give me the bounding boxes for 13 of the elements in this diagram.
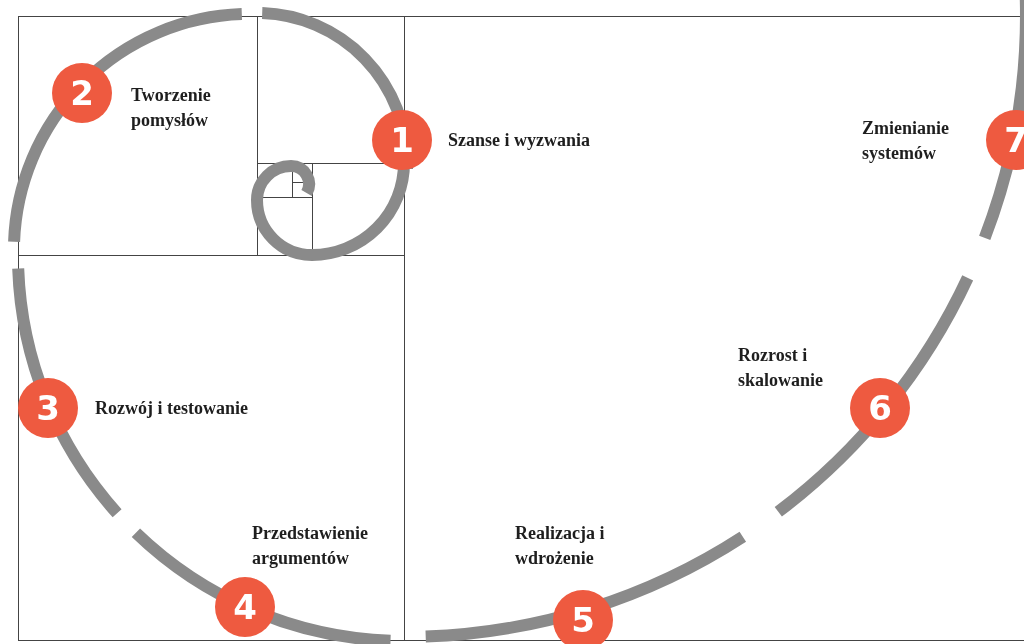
step-label: Tworzenie pomysłów	[131, 84, 212, 132]
number-circle: 6	[850, 378, 910, 438]
step-label: Zmienianie systemów	[862, 117, 950, 165]
step-label: Szanse i wyzwania	[448, 129, 591, 152]
step-label: Rozrost i skalowanie	[738, 344, 825, 392]
number-circle: 1	[372, 110, 432, 170]
number-circle: 5	[553, 590, 613, 644]
number-circle: 3	[18, 378, 78, 438]
step-label: Realizacja i wdrożenie	[515, 522, 606, 570]
step-label: Rozwój i testowanie	[95, 397, 249, 420]
number-circle: 4	[215, 577, 275, 637]
step-label: Przedstawienie argumentów	[252, 522, 369, 570]
number-circle: 2	[52, 63, 112, 123]
